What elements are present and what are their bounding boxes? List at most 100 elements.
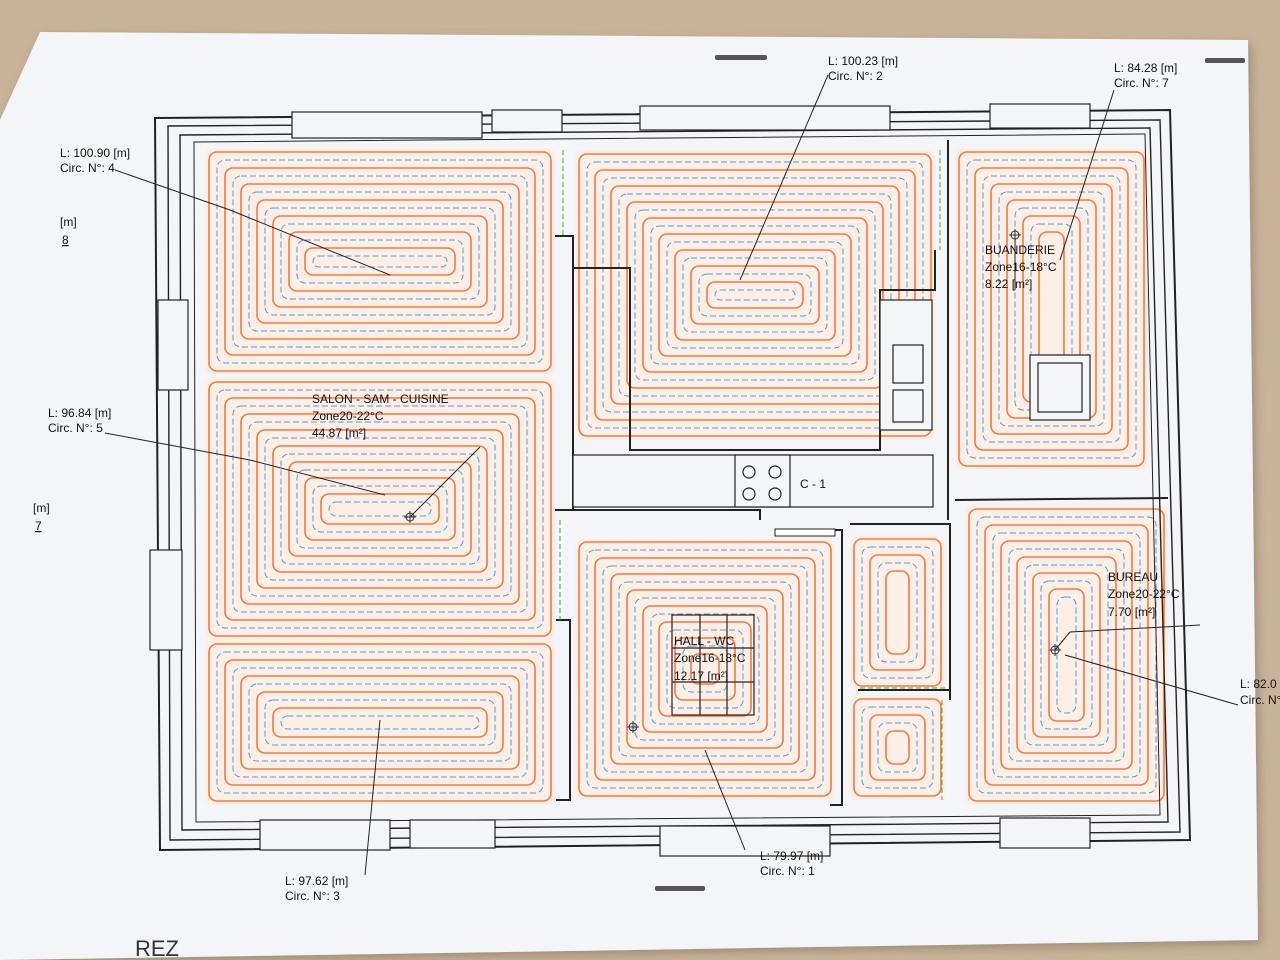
- svg-text:Zone16-18°C: Zone16-18°C: [985, 260, 1057, 274]
- circuit-label-2: L: 100.23 [m] Circ. N°: 2: [828, 54, 898, 83]
- pipe-loop: [288, 231, 472, 292]
- circuit-label-7: L: 84.28 [m] Circ. N°: 7: [1114, 61, 1177, 90]
- pipe-loop: [602, 177, 908, 413]
- svg-text:44.87 [m²]: 44.87 [m²]: [312, 426, 366, 440]
- pipe-loop: [626, 589, 784, 749]
- svg-text:SALON - SAM - CUISINE: SALON - SAM - CUISINE: [312, 392, 449, 406]
- loop-field-6: [575, 538, 835, 800]
- collector-label: C - 1: [800, 477, 826, 491]
- pipe-loop: [642, 217, 868, 373]
- pipe-loop: [264, 437, 496, 581]
- circuit-label-1: L: 79.97 [m] Circ. N°: 1: [760, 849, 823, 878]
- svg-text:Circ. N°: 1: Circ. N°: 1: [760, 864, 815, 878]
- pipe-loop: [1008, 548, 1125, 762]
- pipe-loop: [666, 629, 744, 709]
- stair-grid: [671, 614, 755, 716]
- pipe-loop: [224, 659, 536, 786]
- svg-text:L: 96.84 [m]: L: 96.84 [m]: [48, 406, 111, 420]
- pipe-loop: [634, 597, 776, 741]
- pipe-loop: [216, 159, 544, 364]
- collector-manifold: [774, 528, 836, 537]
- pipe-loop: [296, 239, 464, 284]
- svg-text:BUANDERIE: BUANDERIE: [985, 243, 1055, 257]
- pipe-loop: [869, 554, 926, 671]
- pipe-loop: [328, 501, 432, 517]
- svg-text:Zone20-22°C: Zone20-22°C: [312, 409, 384, 423]
- pipe-loop: [877, 722, 918, 773]
- svg-text:L: 79.97 [m]: L: 79.97 [m]: [760, 849, 823, 863]
- pipe-loop: [280, 223, 480, 300]
- pipe-loop: [1024, 564, 1109, 746]
- svg-text:8.22 [m²]: 8.22 [m²]: [985, 277, 1032, 291]
- pipe-loop: [674, 249, 836, 341]
- pipe-loop: [224, 167, 536, 356]
- pipe-loop: [1040, 580, 1093, 730]
- circuit-label-3: L: 97.62 [m] Circ. N°: 3: [285, 874, 348, 903]
- pipe-loop: [990, 183, 1113, 435]
- pipe-loop: [992, 532, 1141, 778]
- pipe-loop: [658, 233, 852, 357]
- svg-text:7.70 [m²]: 7.70 [m²]: [1108, 605, 1155, 619]
- svg-text:HALL - WC: HALL - WC: [674, 634, 735, 648]
- loop-field-2: [205, 378, 555, 640]
- svg-text:Circ. N°: 4: Circ. N°: 4: [60, 161, 115, 175]
- pipe-loop: [240, 413, 520, 605]
- svg-text:Circ. N°: Circ. N°: [1240, 693, 1280, 707]
- room-label-buanderie: BUANDERIE Zone16-18°C 8.22 [m²]: [985, 243, 1057, 291]
- loop-field-7: [850, 535, 945, 690]
- pipe-loop: [984, 524, 1149, 786]
- pipe-loop: [272, 707, 488, 738]
- pipe-loop: [578, 541, 832, 797]
- pipe-loop: [618, 193, 892, 397]
- svg-text:8: 8: [62, 233, 69, 247]
- pipe-loop: [216, 651, 544, 794]
- pipe-loop: [216, 389, 544, 629]
- dimension-mark-1: [m] 8: [60, 215, 77, 247]
- pipe-loop: [232, 667, 528, 778]
- room-label-hall: HALL - WC Zone16-18°C 12.17 [m²]: [674, 634, 746, 683]
- pipe-loop: [650, 225, 860, 365]
- pipe-loop: [578, 153, 932, 437]
- pipe-loop: [1014, 207, 1089, 411]
- pipe-loop: [256, 691, 504, 754]
- pipe-loop: [885, 730, 910, 765]
- pipe-loop: [280, 453, 480, 565]
- pipe-loop: [594, 169, 916, 421]
- staple-top-left: [715, 55, 767, 60]
- pipe-loop: [304, 477, 456, 541]
- pipe-loop: [264, 207, 496, 316]
- svg-text:Zone20-22°C: Zone20-22°C: [1108, 587, 1180, 601]
- pipe-loop: [232, 405, 528, 613]
- pipe-loop: [240, 183, 520, 340]
- pipe-loop: [674, 637, 736, 701]
- room-label-bureau: BUREAU Zone20-22°C 7.70 [m²]: [1108, 570, 1180, 619]
- pipe-loop: [602, 565, 808, 773]
- floor-label: REZ: [135, 936, 179, 960]
- pipe-loop: [714, 289, 796, 301]
- pipe-loop: [877, 562, 918, 663]
- staple-top-right: [1205, 58, 1245, 63]
- svg-text:Circ. N°: 5: Circ. N°: 5: [48, 421, 103, 435]
- loop-field-5: [955, 148, 1148, 470]
- svg-text:Circ. N°: 3: Circ. N°: 3: [285, 889, 340, 903]
- pipe-loop: [1056, 596, 1077, 714]
- pipe-loop: [256, 429, 504, 589]
- pipe-loop: [248, 683, 512, 762]
- pipe-loop: [658, 621, 752, 717]
- svg-text:L: 100.90 [m]: L: 100.90 [m]: [60, 146, 130, 160]
- svg-text:L: 82.0: L: 82.0: [1240, 677, 1277, 691]
- pipe-loop: [998, 191, 1105, 427]
- svg-text:Zone16-18°C: Zone16-18°C: [674, 651, 746, 665]
- pipe-loop: [976, 516, 1157, 794]
- pipe-loop: [610, 573, 800, 765]
- pipe-loop: [869, 714, 926, 781]
- dimension-mark-2: [m] 7: [33, 501, 50, 533]
- pipe-loop: [248, 191, 512, 332]
- pipe-loop: [1048, 588, 1085, 722]
- circuit-label-6: L: 82.0 Circ. N°: [1240, 677, 1280, 707]
- pipe-loop: [634, 209, 876, 381]
- pipe-loop: [208, 643, 552, 802]
- pipe-loop: [706, 281, 804, 309]
- svg-text:12.17 [m²]: 12.17 [m²]: [674, 669, 728, 683]
- svg-text:L: 84.28 [m]: L: 84.28 [m]: [1114, 61, 1177, 75]
